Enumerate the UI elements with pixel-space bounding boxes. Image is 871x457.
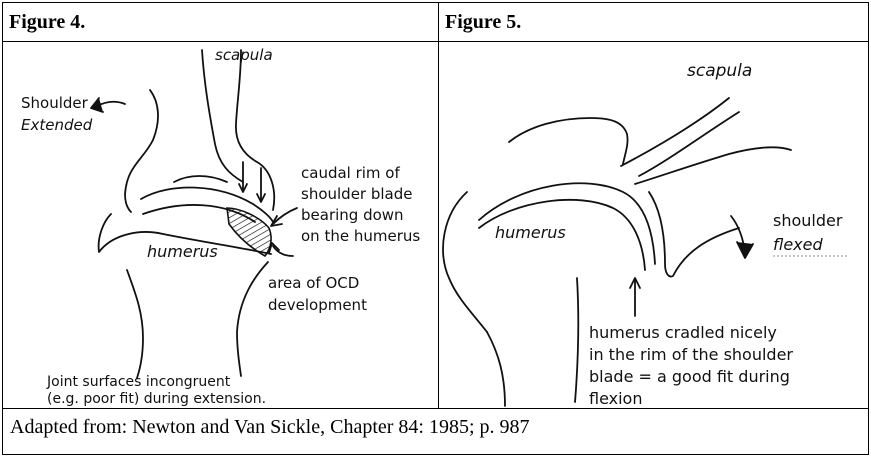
figure5-scapula-rim: [649, 192, 739, 277]
figure4-humerus-shaft-right: [237, 262, 268, 376]
figure5-scapula-label: scapula: [687, 61, 752, 81]
figure5-humerus-shaft-left: [487, 332, 505, 406]
figure5-cradle-label-4: flexion: [589, 389, 642, 407]
figure5-shoulder-label: shoulder: [773, 211, 843, 230]
figure-caption: Adapted from: Newton and Van Sickle, Cha…: [10, 416, 530, 439]
figure4-ocd-label-2: development: [268, 296, 367, 314]
figure5-scapula-outline: [509, 118, 628, 164]
figure4-scapula-stem-right: [236, 50, 274, 210]
figure4-scapula-inner: [174, 176, 227, 182]
figure5-humerus-shaft-right: [575, 278, 578, 402]
figure4-humerus-shaft-left: [127, 270, 143, 378]
figure5-humerus-head: [443, 192, 487, 332]
figure5-heading: Figure 5.: [445, 11, 521, 34]
figure4-joint-label-1: Joint surfaces incongruent: [46, 374, 231, 390]
figure4-ocd-label-1: area of OCD: [268, 274, 359, 292]
figure5-humerus-label: humerus: [495, 223, 566, 242]
figure5-cradle-label-3: blade = a good fit during: [589, 367, 790, 386]
caption-divider: [2, 408, 869, 409]
figure5-cradle-label-1: humerus cradled nicely: [589, 323, 777, 342]
figure4-caudal-label-3: bearing down: [301, 206, 404, 224]
figure4-extended-label: Extended: [21, 116, 93, 134]
figure4-diagram: scapula Shoulder Extended humerus caudal…: [3, 42, 438, 407]
figure5-flexed-label: flexed: [773, 235, 823, 254]
figure4-caudal-label-2: shoulder blade: [301, 185, 413, 203]
figure5-cradle-label-2: in the rim of the shoulder: [589, 345, 793, 364]
figure4-heading: Figure 4.: [9, 11, 85, 34]
figure4-caudal-label-1: caudal rim of: [301, 164, 400, 182]
figure5-diagram: scapula humerus shoulder flexed humerus …: [439, 42, 868, 407]
figure4-extension-arrow: [97, 102, 125, 106]
figure4-shoulder-label: Shoulder: [21, 94, 89, 112]
figure5-scapula-stem-upper: [621, 98, 729, 166]
figure4-scapula-label: scapula: [215, 46, 273, 64]
figure4-caudal-label-4: on the humerus: [301, 227, 420, 245]
figure4-humerus-label: humerus: [147, 242, 218, 261]
figure4-joint-label-2: (e.g. poor fit) during extension.: [47, 391, 266, 407]
